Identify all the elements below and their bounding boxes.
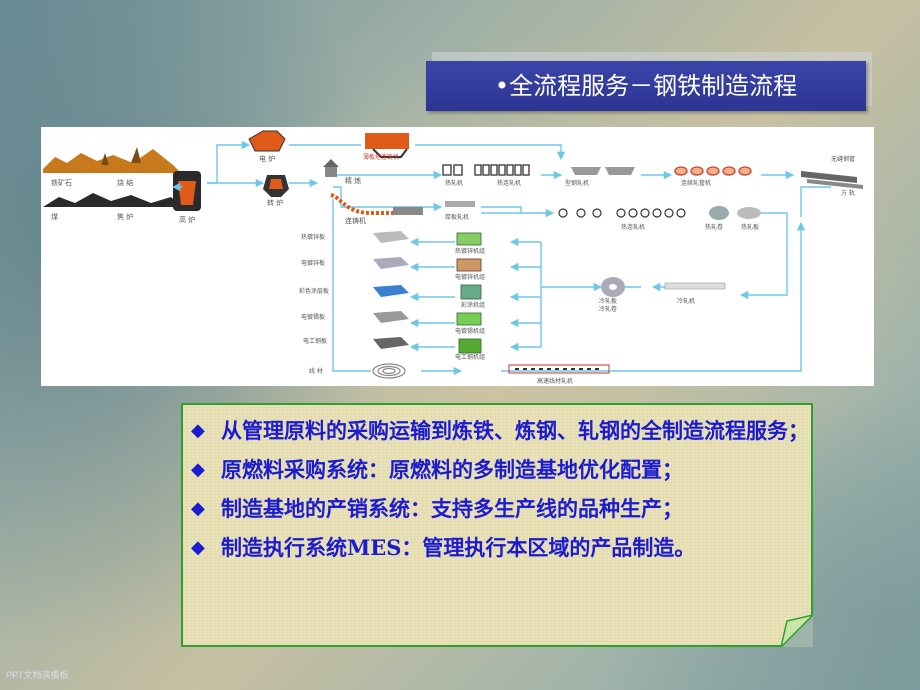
- silicon-sheet-icon: [373, 337, 409, 349]
- hot-strip-mill-row-icon: [558, 208, 686, 218]
- hot-strip-label: 热连轧机: [497, 179, 521, 187]
- diamond-bullet-icon: ◆: [191, 459, 205, 480]
- hot-coil-label: 热轧卷: [705, 223, 723, 231]
- tin-line-icon: [456, 312, 482, 326]
- footer-text: PPT文档演模板: [6, 670, 69, 680]
- galv-sheet-icon: [373, 231, 409, 243]
- electro-label: 电镀锌板: [301, 259, 325, 267]
- tube-mill-icon: [674, 166, 752, 176]
- electric-furnace-icon: [248, 130, 286, 152]
- refine-label: 精 炼: [345, 176, 361, 185]
- tube-mill-label: 连续轧管机: [681, 179, 711, 187]
- tube-label: 方 轨: [841, 189, 855, 197]
- refining-icon: [323, 159, 339, 177]
- plate-mill-label: 厚板轧机: [445, 213, 469, 221]
- diamond-bullet-icon: ◆: [191, 537, 205, 558]
- diamond-bullet-icon: ◆: [191, 420, 205, 441]
- tin-line-label: 电镀锡机组: [455, 327, 485, 335]
- slide-title: •全流程服务－钢铁制造流程: [426, 61, 866, 111]
- galv-line-icon: [456, 232, 482, 246]
- hot-roll-label: 热轧机: [445, 179, 463, 187]
- seamless-tube-icon: [801, 171, 863, 189]
- converter-top-label: 电 炉: [259, 154, 275, 163]
- ore-pile-icon: [43, 147, 181, 173]
- silicon-label: 电工钢板: [303, 337, 327, 345]
- coke-label: 焦 炉: [117, 212, 133, 221]
- tin-sheet-icon: [373, 311, 409, 323]
- summary-bullet-list: ◆ 从管理原料的采购运输到炼铁、炼钢、轧钢的全制造流程服务； ◆ 原燃料采购系统…: [183, 405, 811, 567]
- hot-coil-icon: [709, 206, 761, 220]
- plate-mill-icon: [445, 201, 475, 207]
- color-line-icon: [460, 284, 482, 300]
- coal-label: 煤: [51, 212, 58, 221]
- hot-strip-mill-label: 热连轧机: [621, 223, 645, 231]
- cold-coil-label: 冷轧卷: [599, 305, 617, 313]
- coal-pile-icon: [43, 193, 181, 207]
- bullet-text: 原燃料采购系统：原燃料的多制造基地优化配置；: [221, 457, 683, 482]
- section-mill-icon: [571, 167, 635, 175]
- coated-product-rows: 热镀锌板 热镀锌机组 电镀锌板 电镀锌机组 彩色涂层板 彩涂机组 电镀锡板 电镀…: [299, 231, 485, 361]
- page-fold-icon: [781, 615, 813, 647]
- seamless-label: 无缝钢管: [831, 155, 855, 163]
- thin-slab-label: 薄板坯连铸机: [363, 153, 399, 161]
- cold-roll-label: 冷轧机: [677, 297, 695, 305]
- wire-mill-icon: [508, 364, 610, 374]
- cold-roll-coil-icon: [601, 277, 625, 297]
- bullet-item-1: ◆ 从管理原料的采购运输到炼铁、炼钢、轧钢的全制造流程服务；: [189, 411, 811, 450]
- bullet-item-3: ◆ 制造基地的产销系统：支持多生产线的品种生产；: [189, 489, 811, 528]
- summary-note: ◆ 从管理原料的采购运输到炼铁、炼钢、轧钢的全制造流程服务； ◆ 原燃料采购系统…: [181, 403, 813, 647]
- hot-roll-stands-icon: [442, 164, 530, 176]
- thin-slab-caster-icon: [365, 133, 409, 158]
- cold-products-label: 冷轧板: [599, 297, 617, 305]
- bullet-item-2: ◆ 原燃料采购系统：原燃料的多制造基地优化配置；: [189, 450, 811, 489]
- ore-label: 铁矿石: [51, 178, 72, 187]
- silicon-line-label: 电工钢机组: [455, 353, 485, 361]
- bullet-text: 制造执行系统MES：管理执行本区域的产品制造。: [221, 535, 696, 560]
- continuous-caster-icon: [330, 193, 423, 215]
- blast-furnace-label: 高 炉: [179, 215, 195, 224]
- bullet-item-4: ◆ 制造执行系统MES：管理执行本区域的产品制造。: [189, 528, 811, 567]
- section-mill-label: 型钢轧机: [565, 179, 589, 187]
- galv-line-label: 热镀锌机组: [455, 247, 485, 255]
- caster-label: 连铸机: [345, 216, 366, 225]
- silicon-line-icon: [458, 338, 482, 354]
- wire-mill-label: 高速线材轧机: [537, 377, 573, 385]
- plate-label: 热轧板: [741, 223, 759, 231]
- wire-label: 线 材: [309, 367, 323, 375]
- color-line-label: 彩涂机组: [461, 301, 485, 309]
- steel-process-diagram: 铁矿石 烧 结 煤 焦 炉 高 炉: [41, 127, 874, 386]
- converter-icon: [263, 175, 289, 197]
- blast-furnace-icon: [173, 171, 201, 211]
- galv-label: 热镀锌板: [301, 233, 325, 241]
- diamond-bullet-icon: ◆: [191, 498, 205, 519]
- cold-mill-icon: [664, 282, 726, 290]
- color-sheet-icon: [373, 285, 409, 297]
- tin-label: 电镀锡板: [301, 313, 325, 321]
- electro-line-label: 电镀锌机组: [455, 273, 485, 281]
- bullet-text: 从管理原料的采购运输到炼铁、炼钢、轧钢的全制造流程服务；: [221, 418, 809, 443]
- bullet-text: 制造基地的产销系统：支持多生产线的品种生产；: [221, 496, 683, 521]
- color-label: 彩色涂层板: [299, 287, 329, 295]
- wire-coil-icon: [372, 363, 406, 379]
- electro-sheet-icon: [373, 257, 409, 269]
- sinter-label: 烧 结: [117, 178, 133, 187]
- converter-label: 转 炉: [267, 198, 283, 207]
- electro-line-icon: [456, 258, 482, 272]
